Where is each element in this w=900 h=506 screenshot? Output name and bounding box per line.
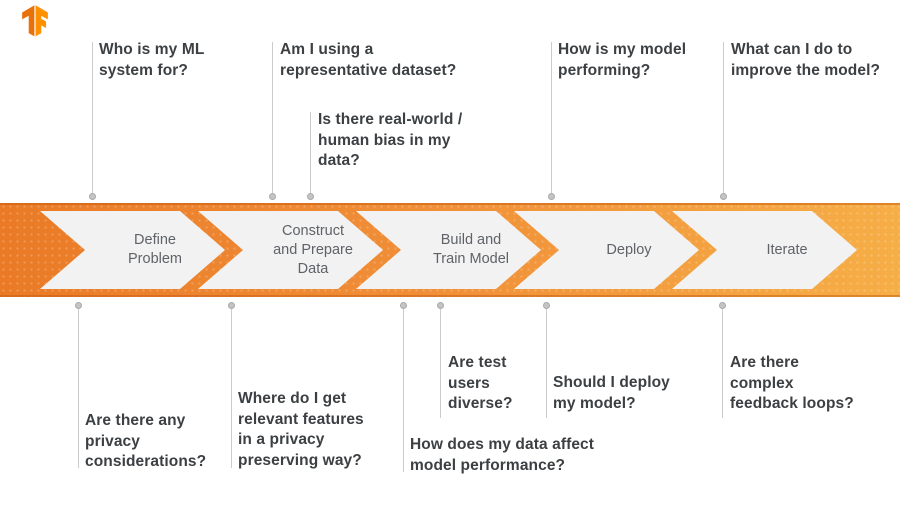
connector-dot [307,193,314,200]
connector-line [78,309,79,468]
connector-line [546,309,547,418]
connector-dot [543,302,550,309]
stage-iterate: Iterate [672,211,857,289]
question-privacy-considerations: Are there any privacy considerations? [85,412,207,470]
question-test-users-diverse: Are test users diverse? [448,354,513,412]
question-feedback-loops: Are there complex feedback loops? [730,354,854,412]
connector-dot [437,302,444,309]
stage-label: Construct and Prepare Data [273,222,353,277]
connector-dot [548,193,555,200]
question-should-i-deploy: Should I deploy my model? [553,374,670,412]
connector-dot [89,193,96,200]
process-band: Define Problem Construct and Prepare Dat… [0,203,900,297]
connector-dot [400,302,407,309]
connector-line [403,309,404,472]
question-data-affect-performance: How does my data affect model performanc… [410,436,595,474]
stage-build-train-model: Build and Train Model [356,211,541,289]
connector-dot [720,193,727,200]
question-representative-dataset: Am I using a representative dataset? [280,41,457,79]
connector-line [272,42,273,193]
stage-construct-prepare-data: Construct and Prepare Data [198,211,383,289]
question-improve-model: What can I do to improve the model? [731,41,881,79]
connector-dot [75,302,82,309]
tensorflow-logo-icon [20,5,50,42]
question-real-world-bias: Is there real-world / human bias in my d… [318,111,463,169]
connector-line [440,309,441,418]
stage-label: Iterate [766,241,808,258]
connector-dot [719,302,726,309]
connector-line [723,42,724,193]
connector-line [722,309,723,418]
connector-line [231,309,232,468]
stage-define-problem: Define Problem [40,211,225,289]
question-privacy-preserving-features: Where do I get relevant features in a pr… [238,390,364,469]
connector-line [551,42,552,193]
stage-deploy: Deploy [514,211,699,289]
connector-dot [269,193,276,200]
connector-line [92,42,93,193]
stage-label: Define Problem [128,232,182,267]
stage-label: Build and Train Model [432,232,510,267]
stage-label: Deploy [606,241,652,258]
connector-line [310,112,311,193]
question-who-is-system-for: Who is my ML system for? [99,41,205,79]
question-model-performing: How is my model performing? [558,41,687,79]
connector-dot [228,302,235,309]
